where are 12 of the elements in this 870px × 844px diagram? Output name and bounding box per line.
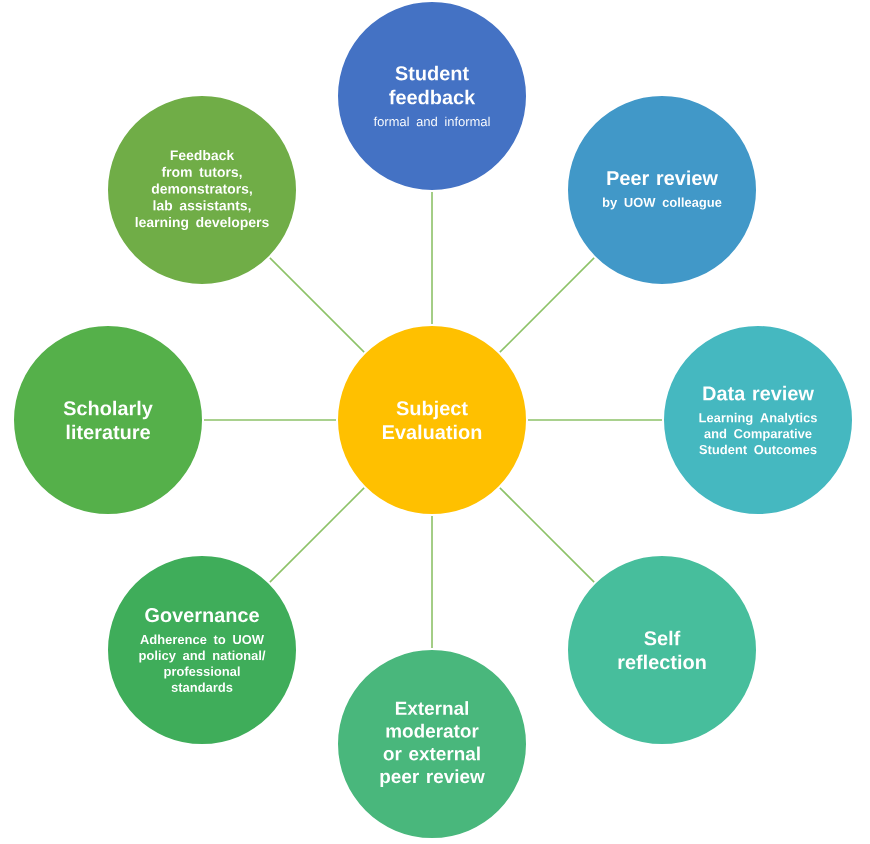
- connector-line: [499, 257, 595, 353]
- connector-line: [499, 487, 595, 583]
- connector-line: [431, 515, 433, 649]
- connector-line: [203, 419, 337, 421]
- circle-node: Self reflection: [566, 554, 758, 746]
- connector-line: [527, 419, 663, 421]
- circle-node: External moderator or external peer review: [336, 648, 528, 840]
- connector-line: [431, 191, 433, 325]
- connector-line: [269, 257, 365, 353]
- connector-line: [269, 487, 365, 583]
- circle-node: Subject Evaluation: [336, 324, 528, 516]
- circle-node: Scholarly literature: [12, 324, 204, 516]
